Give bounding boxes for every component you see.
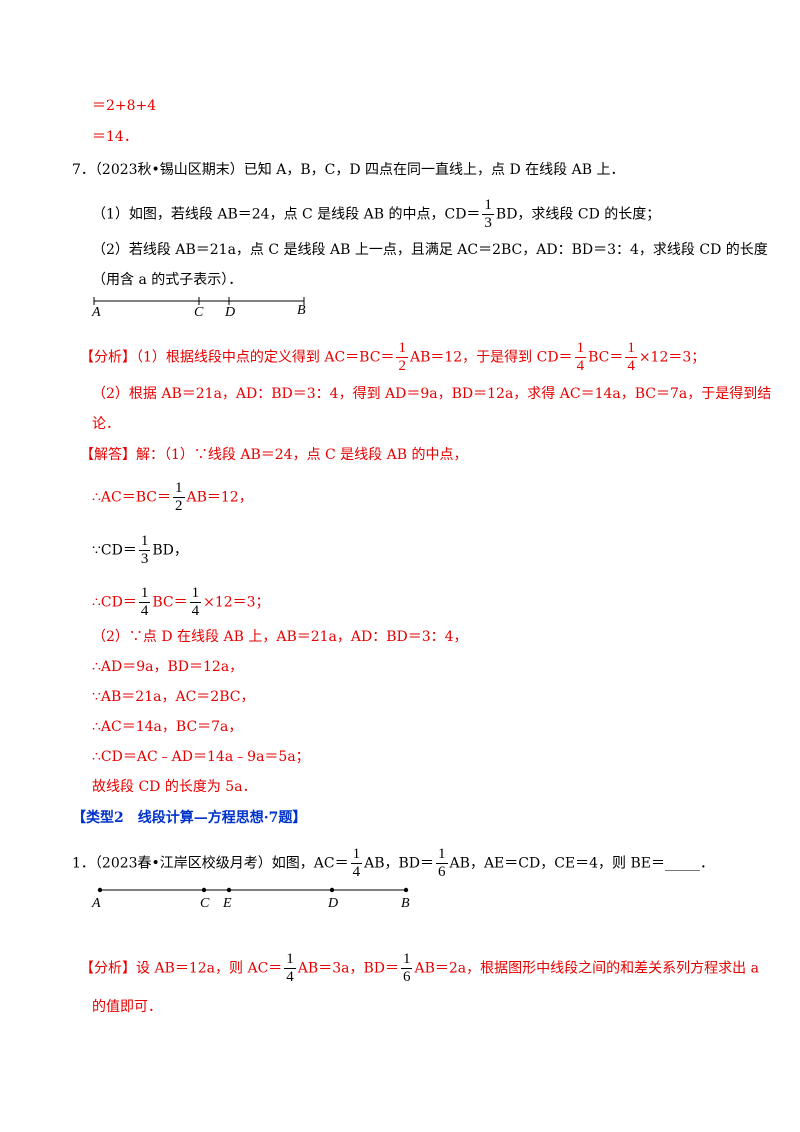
point-label-d: D: [225, 305, 236, 320]
q7-part1-post: BD，求线段 CD 的长度；: [495, 206, 661, 223]
q7-part1-pre: （1）如图，若线段 AB＝24，点 C 是线段 AB 的中点，CD＝: [92, 206, 481, 223]
q7-segment-figure: A C D B: [92, 296, 312, 324]
q7-solution-part2-line5: ∴CD＝AC﹣AD＝14a﹣9a＝5a；: [92, 749, 310, 765]
q7-solution-part2-line1: （2）∵点 D 在线段 AB 上，AB＝21a，AD：BD＝3：4，: [92, 629, 468, 645]
point-label-c: C: [200, 896, 210, 911]
q7-solution-head: 【解答】解：（1）∵线段 AB＝24，点 C 是线段 AB 的中点，: [80, 447, 468, 463]
q7-solution-part2-line3: ∵AB＝21a，AC＝2BC，: [92, 689, 255, 705]
point-label-c: C: [194, 305, 204, 320]
point-label-a: A: [92, 305, 101, 320]
point-label-e: E: [223, 896, 232, 911]
q7-solution-part2-line2: ∴AD＝9a，BD＝12a，: [92, 659, 244, 675]
point-label-b: B: [401, 896, 410, 911]
q7-stem: 7．（2023秋•锡山区期末）已知 A，B，C，D 四点在同一直线上，点 D 在…: [72, 162, 625, 178]
q7-part2-line2: （用含 a 的式子表示）．: [92, 272, 243, 288]
point-label-a: A: [92, 896, 101, 911]
q7-segment-line: [93, 297, 305, 305]
point-label-d: D: [328, 896, 339, 911]
q1-analysis-line2: 的值即可．: [92, 999, 162, 1015]
q1-segment-figure: A C E D B: [92, 884, 422, 916]
q1-segment-line: [97, 887, 409, 893]
point-label-b: B: [297, 303, 306, 318]
q7-solution-part2-line6: 故线段 CD 的长度为 5a．: [92, 779, 257, 795]
q7-analysis-2-line2: 论．: [92, 416, 120, 432]
prev-answer-line-2: ＝14．: [92, 129, 138, 145]
q7-solution-part2-line4: ∴AC＝14a，BC＝7a，: [92, 719, 243, 735]
section-heading-type2: 【类型2 线段计算—方程思想·7题】: [72, 810, 307, 826]
q7-part2-line1: （2）若线段 AB＝21a，点 C 是线段 AB 上一点，且满足 AC＝2BC，…: [92, 242, 768, 258]
prev-answer-line-1: ＝2+8+4: [92, 98, 157, 114]
q7-analysis-2-line1: （2）根据 AB＝21a，AD：BD＝3：4，得到 AD＝9a，BD＝12a，求…: [92, 386, 772, 402]
